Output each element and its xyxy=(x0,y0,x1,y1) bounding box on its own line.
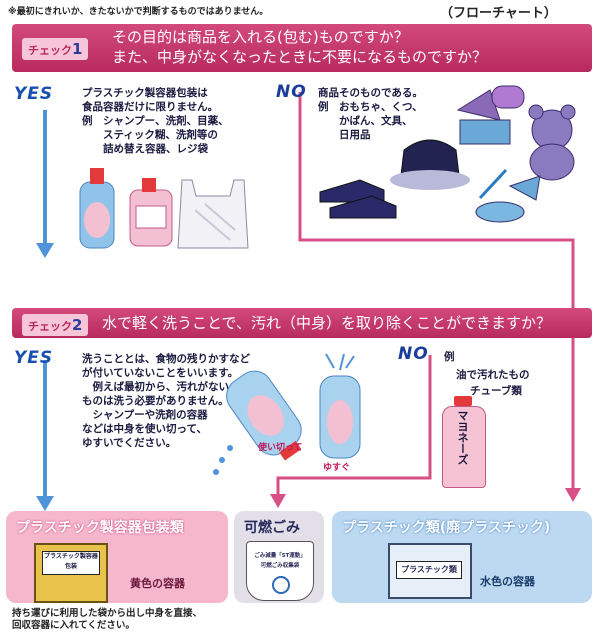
check2-yes-line: ゆすいでください。 xyxy=(82,437,177,449)
result-plastic-title: プラスチック類(廃プラスチック) xyxy=(342,520,551,536)
check1-yes-line: 詰め替え容器、レジ袋 xyxy=(82,143,208,155)
check1-question-line1: その目的は商品を入れる(包む)ものですか？ xyxy=(112,28,409,46)
check2-yes-line: が付いていないことをいいます。 xyxy=(82,367,239,379)
check2-yes-line: 例えば最初から、汚れがない xyxy=(82,381,229,393)
check1-num: 1 xyxy=(72,40,83,58)
check1-no-line: かばん、文具、 xyxy=(318,115,413,127)
check1-yes-label: YES xyxy=(14,84,54,104)
result-burnable: 可燃ごみ ごみ減量「5T運動」 可燃ごみ収集袋 xyxy=(234,511,324,603)
check1-no-line: 日用品 xyxy=(318,129,371,141)
arrow-yes1-head xyxy=(36,243,54,258)
bleach-bottle-icon xyxy=(129,178,173,247)
check1-banner: チェック1 その目的は商品を入れる(包む)ものですか？ また、中身がなくなったと… xyxy=(12,24,592,72)
city-emblem-icon xyxy=(272,576,290,594)
yellow-container-label: 黄色の容器 xyxy=(130,577,185,590)
caption-rinse: ゆすぐ xyxy=(323,463,351,473)
check1-yes-text: プラスチック製容器包装は 食品容器だけに限りません。 例 シャンプー、洗剤、目薬… xyxy=(82,86,229,156)
check1-no-line: 例 おもちゃ、くつ、 xyxy=(318,101,423,113)
caption-use-up: 使い切って xyxy=(258,443,303,453)
yellow-crate-icon: プラスチック製容器包装 xyxy=(34,543,108,603)
rinsing-bottle-icon xyxy=(319,353,361,459)
check2-no-example: 例 xyxy=(444,351,455,363)
check2-tag-text: チェック xyxy=(28,320,72,333)
blue-crate-icon: プラスチック類 xyxy=(388,543,472,599)
footer-line1: 持ち運びに利用した袋から出し中身を直接、 xyxy=(12,608,203,619)
crate-label: プラスチック製容器包装 xyxy=(42,551,100,575)
check2-no-label: NO xyxy=(398,344,429,364)
arrow-no1 xyxy=(298,92,575,490)
result-plastic: プラスチック類(廃プラスチック) プラスチック類 水色の容器 xyxy=(332,511,592,603)
check2-yes-line: 洗うこととは、食物の残りかすなど xyxy=(82,353,250,365)
flowchart-label: （フローチャート） xyxy=(440,6,557,21)
check2-tag: チェック2 xyxy=(22,314,89,336)
bowl-icon xyxy=(475,201,525,223)
garbage-bag-icon: ごみ減量「5T運動」 可燃ごみ収集袋 xyxy=(246,541,314,601)
check1-yes-line: 例 シャンプー、洗剤、目薬、 xyxy=(82,115,229,127)
drops-icon xyxy=(213,445,233,475)
result-plastic-packaging: プラスチック製容器包装類 プラスチック製容器包装 黄色の容器 xyxy=(6,511,228,603)
bag-icon xyxy=(390,139,470,190)
rinse-illustrations xyxy=(213,353,361,475)
check2-num: 2 xyxy=(72,316,83,334)
check2-no-line: チューブ類 xyxy=(470,385,522,397)
tube-label: マヨネーズ xyxy=(456,410,469,465)
check2-question: 水で軽く洗うことで、汚れ（中身）を取り除くことができますか？ xyxy=(102,314,551,332)
arrow-no2-head xyxy=(270,494,286,508)
footer-note: 持ち運びに利用した袋から出し中身を直接、 回収容器に入れてください。 xyxy=(12,608,202,632)
check2-yes-line: シャンプーや洗剤の容器 xyxy=(82,409,208,421)
footer-line2: 回収容器に入れてください。 xyxy=(12,620,135,631)
bag-line1: ごみ減量「5T運動」 xyxy=(254,553,306,559)
goods-illustrations xyxy=(319,85,576,223)
bag-line2: 可燃ごみ収集袋 xyxy=(260,563,300,569)
toy-blocks-icon xyxy=(456,85,525,145)
blue-container-label: 水色の容器 xyxy=(480,575,535,588)
shoes-icon xyxy=(319,179,397,219)
check1-no-line: 商品そのものである。 xyxy=(318,87,423,99)
arrow-no2 xyxy=(276,355,432,496)
crate-label: プラスチック類 xyxy=(396,561,462,579)
plastic-bag-icon xyxy=(177,179,249,249)
mayonnaise-tube-icon: マヨネーズ xyxy=(440,396,486,488)
tilted-bottle-icon xyxy=(226,370,302,461)
arrow-yes2-head xyxy=(36,496,54,511)
check1-yes-line: 食品容器だけに限りません。 xyxy=(82,101,219,113)
check1-tag-text: チェック xyxy=(28,44,72,57)
check2-yes-line: ものは洗う必要がありません。 xyxy=(82,395,229,407)
container-illustrations xyxy=(79,168,249,249)
arrow-no1-head xyxy=(565,488,581,502)
stationery-icon xyxy=(478,168,541,201)
check2-yes-text: 洗うこととは、食物の残りかすなど が付いていないことをいいます。 例えば最初から… xyxy=(82,352,250,450)
check1-no-label: NO xyxy=(276,82,307,102)
check2-yes-label: YES xyxy=(14,348,54,368)
check2-no-line: 油で汚れたもの xyxy=(456,369,530,381)
check1-no-text: 商品そのものである。 例 おもちゃ、くつ、 かばん、文具、 日用品 xyxy=(318,86,423,142)
header-note: ※最初にきれいか、きたないかで判断するものではありません。 xyxy=(8,7,269,17)
check1-yes-line: プラスチック製容器包装は xyxy=(82,87,208,99)
check1-tag: チェック1 xyxy=(22,38,89,60)
detergent-bottle-icon xyxy=(79,168,115,249)
teddy-bear-icon xyxy=(528,104,576,181)
check2-banner: チェック2 水で軽く洗うことで、汚れ（中身）を取り除くことができますか？ xyxy=(12,308,592,338)
result-burnable-title: 可燃ごみ xyxy=(244,520,300,536)
check1-yes-line: スティック糊、洗剤等の xyxy=(82,129,218,141)
check1-question-line2: また、中身がなくなったときに不要になるものですか？ xyxy=(112,48,488,66)
check2-yes-line: などは中身を使い切って、 xyxy=(82,423,207,435)
result-plastic-packaging-title: プラスチック製容器包装類 xyxy=(16,520,184,536)
